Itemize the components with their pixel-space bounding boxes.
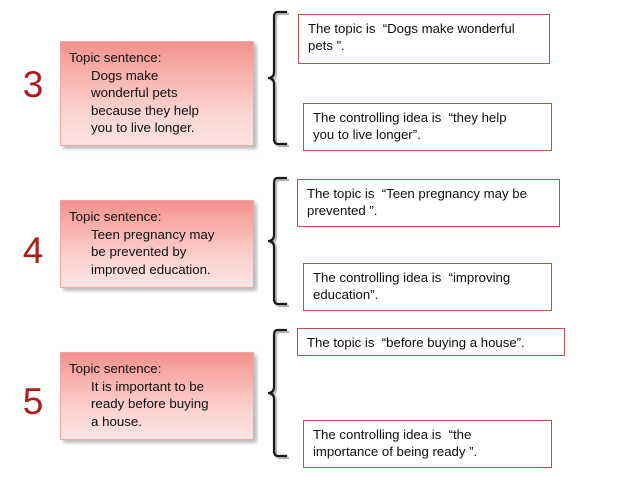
topic-callout-3: The topic is “Dogs make wonderful pets ”… bbox=[298, 14, 550, 64]
topic-callout-5-line1: The topic is “before buying a house”. bbox=[307, 335, 525, 350]
controlling-idea-callout-4-line1: The controlling idea is “improving bbox=[313, 270, 511, 285]
controlling-idea-callout-5-line1: The controlling idea is “the bbox=[313, 427, 472, 442]
group-4: 4 Topic sentence: Teen pregnancy may be … bbox=[0, 170, 638, 325]
topic-sentence-label-4: Topic sentence: bbox=[69, 209, 162, 224]
topic-callout-5: The topic is “before buying a house”. bbox=[297, 328, 565, 356]
topic-sentence-box-3: Topic sentence: Dogs make wonderful pets… bbox=[60, 41, 254, 146]
topic-callout-4-line2: prevented ”. bbox=[307, 203, 378, 219]
topic-sentence-box-5: Topic sentence: It is important to be re… bbox=[60, 352, 254, 440]
topic-callout-3-line2: pets ”. bbox=[308, 38, 345, 54]
topic-sentence-line-3-2: wonderful pets bbox=[91, 85, 178, 101]
topic-sentence-line-5-2: ready before buying bbox=[91, 396, 209, 412]
topic-sentence-line-4-3: improved education. bbox=[91, 261, 211, 277]
topic-sentence-line-3-1: Dogs make bbox=[91, 67, 159, 83]
topic-sentence-label-3: Topic sentence: bbox=[69, 50, 162, 65]
item-number-5: 5 bbox=[22, 381, 44, 422]
controlling-idea-callout-3-line1: The controlling idea is “they help bbox=[313, 110, 507, 125]
topic-callout-3-line1: The topic is “Dogs make wonderful bbox=[308, 21, 515, 36]
controlling-idea-callout-4-line2: education”. bbox=[313, 287, 379, 303]
curly-brace-icon-4 bbox=[267, 176, 290, 308]
topic-sentence-line-4-2: be prevented by bbox=[91, 244, 187, 260]
group-5: 5 Topic sentence: It is important to be … bbox=[0, 325, 638, 478]
topic-sentence-line-3-3: because they help bbox=[91, 102, 199, 118]
item-number-4: 4 bbox=[22, 230, 44, 271]
group-3: 3 Topic sentence: Dogs make wonderful pe… bbox=[0, 0, 638, 170]
curly-brace-icon-3 bbox=[267, 10, 290, 148]
topic-sentence-label-5: Topic sentence: bbox=[69, 361, 162, 376]
item-number-3: 3 bbox=[22, 64, 44, 105]
controlling-idea-callout-4: The controlling idea is “improving educa… bbox=[303, 263, 552, 311]
topic-sentence-line-3-4: you to live longer. bbox=[91, 120, 195, 136]
controlling-idea-callout-5-line2: importance of being ready ”. bbox=[313, 444, 478, 460]
controlling-idea-callout-3: The controlling idea is “they help you t… bbox=[303, 103, 552, 151]
topic-sentence-box-4: Topic sentence: Teen pregnancy may be pr… bbox=[60, 200, 254, 288]
controlling-idea-callout-3-line2: you to live longer”. bbox=[313, 127, 421, 143]
topic-sentence-line-4-1: Teen pregnancy may bbox=[91, 226, 215, 242]
controlling-idea-callout-5: The controlling idea is “the importance … bbox=[303, 420, 552, 468]
topic-sentence-line-5-3: a house. bbox=[91, 413, 143, 429]
topic-sentence-line-5-1: It is important to be bbox=[91, 378, 205, 394]
topic-callout-4-line1: The topic is “Teen pregnancy may be bbox=[307, 186, 527, 201]
curly-brace-icon-5 bbox=[267, 328, 290, 460]
topic-callout-4: The topic is “Teen pregnancy may be prev… bbox=[297, 179, 560, 227]
